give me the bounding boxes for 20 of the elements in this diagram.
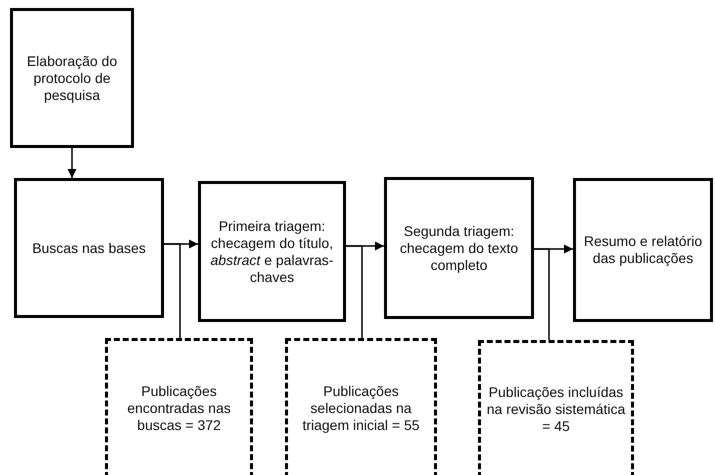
box-text: Elaboração do protocolo de pesquisa xyxy=(26,52,118,104)
arrow xyxy=(68,148,76,178)
result-box xyxy=(285,338,437,475)
process-box xyxy=(573,178,713,322)
box-text: Publicações selecionadas na triagem inicial = 55 xyxy=(301,382,421,434)
process-box xyxy=(10,8,134,148)
box-text: Primeira triagem: checagem do título, abstract e palavras-chaves xyxy=(210,218,334,286)
box-text: Segunda triagem: checagem do texto completo xyxy=(398,222,520,274)
box-text: Buscas nas bases xyxy=(31,240,147,256)
box-text: Resumo e relatório das publicações xyxy=(582,233,704,267)
connector-line xyxy=(534,248,550,340)
process-box xyxy=(384,177,534,319)
result-box xyxy=(105,338,253,475)
box-text: Publicações incluídas na revisão sistemática = 45 xyxy=(486,384,626,434)
process-box xyxy=(198,181,346,322)
result-box xyxy=(478,340,634,475)
connector-line xyxy=(346,245,363,338)
connector-line xyxy=(164,243,181,338)
box-text: Publicações encontradas nas buscas = 372 xyxy=(126,382,232,434)
process-box xyxy=(14,178,164,318)
